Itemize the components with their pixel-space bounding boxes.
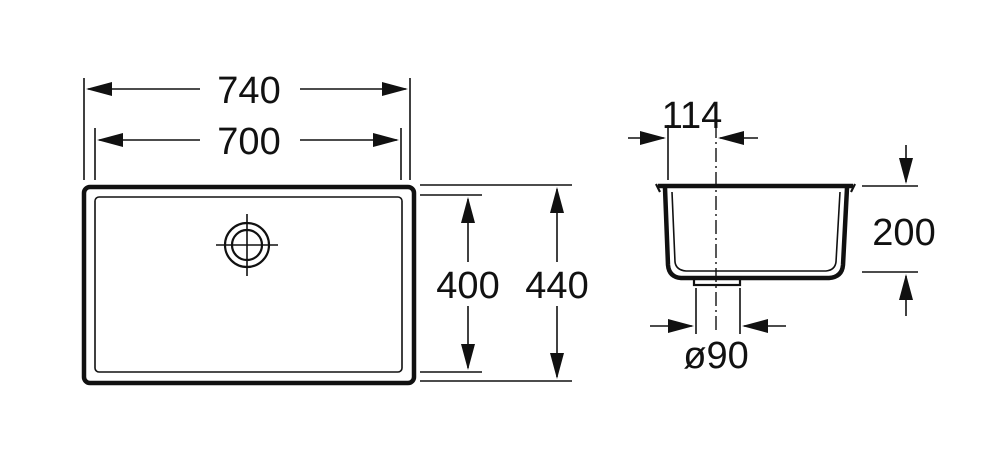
- label-inner-width: 700: [217, 121, 280, 163]
- label-outer-depth: 440: [525, 265, 588, 307]
- dim-line-114: [628, 131, 758, 145]
- drain-outlet-icon: [692, 276, 742, 287]
- plan-view: 740 700 400 440: [81, 70, 589, 386]
- label-bowl-height: 200: [872, 212, 935, 254]
- bowl-profile-inner: [671, 191, 841, 272]
- label-outer-width: 740: [217, 70, 280, 112]
- label-inner-depth: 400: [436, 265, 499, 307]
- sink-inner-bowl: [94, 196, 403, 373]
- dim-line-400: [461, 197, 475, 370]
- dim-line-200: [899, 145, 913, 316]
- dim-line-740: [86, 82, 408, 96]
- dim-line-90: [650, 319, 786, 333]
- dim-line-440: [550, 187, 564, 379]
- sink-outer-rim: [81, 184, 417, 386]
- label-drain-diameter: ø90: [683, 335, 748, 377]
- dim-line-700: [97, 133, 399, 147]
- bowl-profile-outer: [658, 183, 853, 281]
- drain-icon: [216, 214, 278, 276]
- section-view: 114 200 ø90: [628, 95, 936, 377]
- label-drain-offset: 114: [662, 95, 723, 137]
